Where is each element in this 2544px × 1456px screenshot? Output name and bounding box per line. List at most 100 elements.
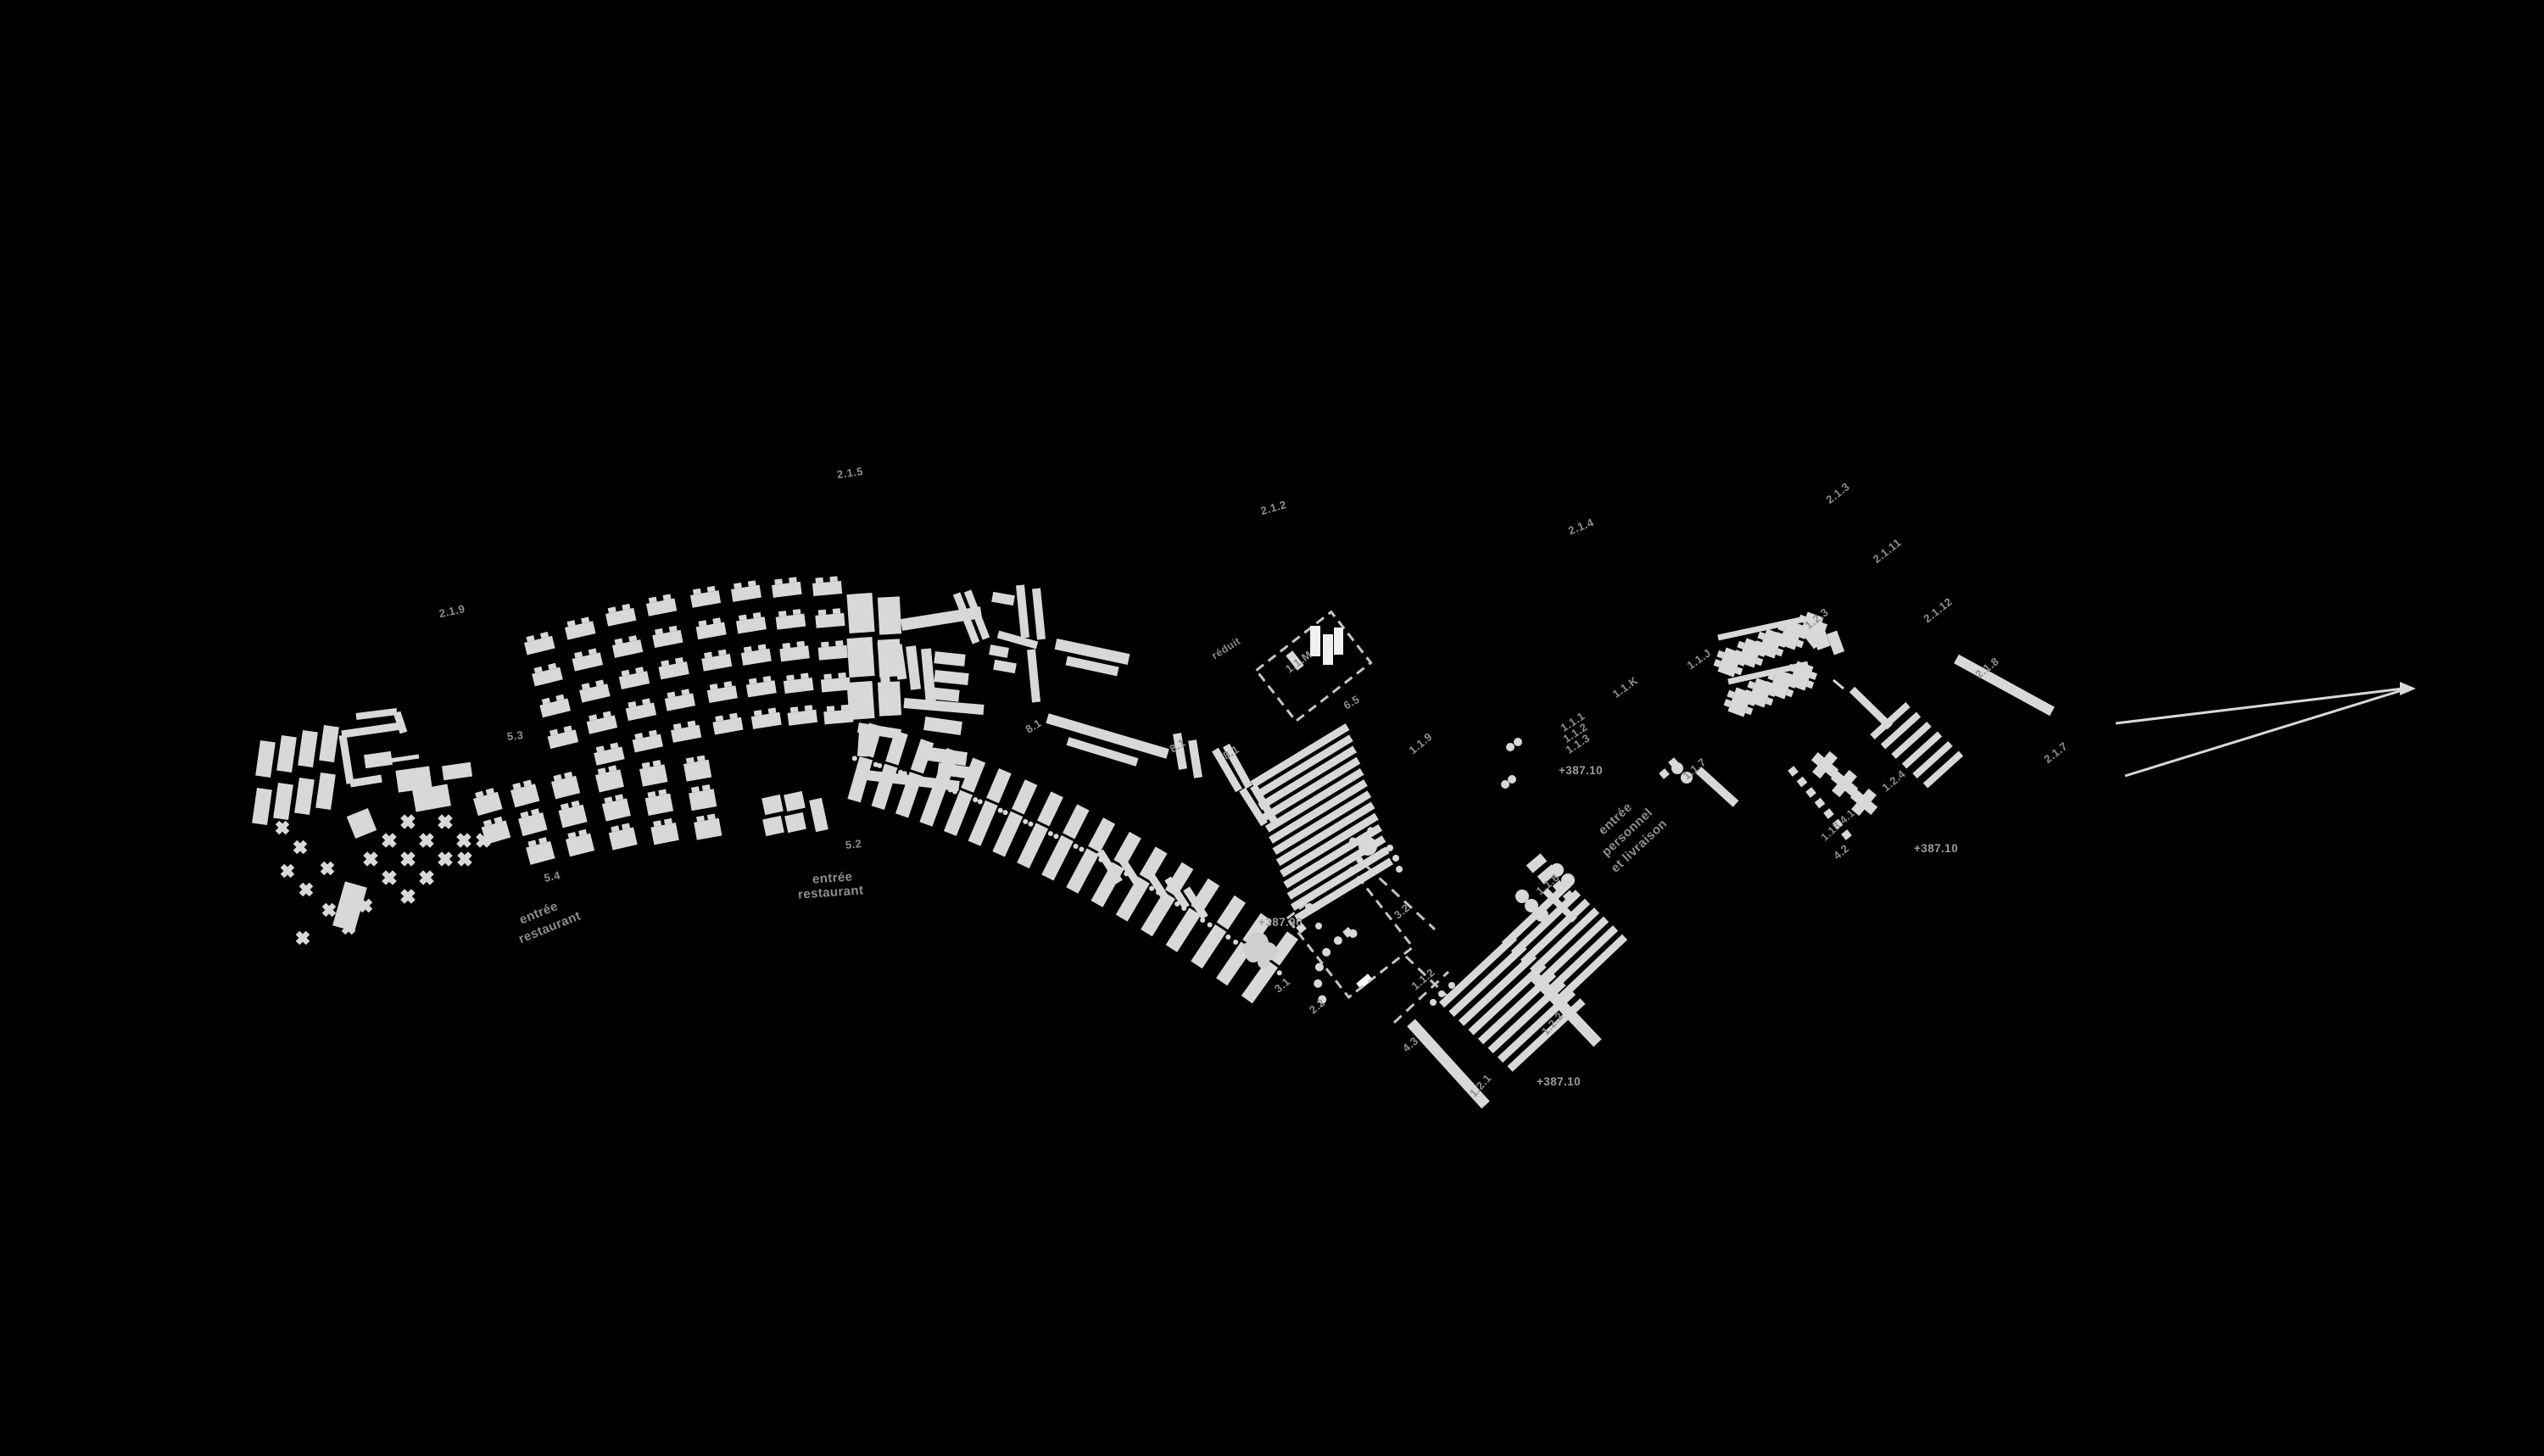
desk xyxy=(695,622,727,640)
wall-bar xyxy=(1212,747,1242,793)
desk-column xyxy=(523,631,579,750)
room-label: 2.1.2 xyxy=(1259,498,1288,517)
furniture-shape xyxy=(934,669,969,686)
furniture-shape xyxy=(319,724,339,763)
chair xyxy=(526,635,535,643)
chair-dot xyxy=(947,787,953,793)
desk xyxy=(731,584,762,602)
desk xyxy=(771,581,802,598)
stair-tread xyxy=(1290,846,1390,912)
furniture-shape xyxy=(1562,890,1576,904)
chair-dot xyxy=(1671,762,1683,774)
chair-dot xyxy=(851,756,857,761)
dotted-partition xyxy=(1823,808,1834,819)
chair xyxy=(602,711,611,718)
furniture-shape xyxy=(1809,622,1831,650)
furniture-shape xyxy=(1088,817,1116,853)
room-label: 1.2.4 xyxy=(1879,767,1908,795)
chair xyxy=(533,666,543,673)
chair-dot xyxy=(1501,780,1509,789)
desk xyxy=(652,629,683,649)
furniture-shape xyxy=(1296,923,1307,934)
chair xyxy=(653,820,662,827)
plus-table-part xyxy=(1775,648,1784,657)
chair-dot xyxy=(973,797,979,803)
desk xyxy=(644,793,674,816)
desk xyxy=(539,698,572,718)
desk xyxy=(558,804,588,828)
desk xyxy=(783,678,814,695)
furniture-shape xyxy=(784,790,806,812)
desk xyxy=(605,607,637,627)
furniture-shape xyxy=(992,811,1024,857)
chair-dot xyxy=(1386,845,1393,851)
chair xyxy=(668,625,678,633)
stair-tread xyxy=(1529,907,1600,974)
wall-bar xyxy=(1016,584,1029,639)
chair xyxy=(734,583,742,589)
desk-column xyxy=(551,771,595,857)
wall-bar xyxy=(996,630,1039,650)
chair-dot xyxy=(1002,810,1008,816)
plus-table-part xyxy=(1743,689,1752,698)
x-table xyxy=(1830,769,1859,798)
desk xyxy=(815,612,845,628)
room-label: 2.1.3 xyxy=(1823,480,1852,506)
locker xyxy=(1334,628,1343,655)
stair-tread xyxy=(1258,745,1357,811)
wall-bar xyxy=(355,708,398,720)
furniture-shape xyxy=(846,681,875,720)
chair xyxy=(829,576,838,583)
chair xyxy=(635,667,644,673)
furniture-shape xyxy=(1659,768,1670,779)
room-label: 2.1.11 xyxy=(1871,536,1904,566)
chair xyxy=(522,779,533,787)
chair-dot xyxy=(977,799,983,805)
desk xyxy=(481,820,511,845)
furniture-shape xyxy=(1342,927,1353,938)
wall-bar xyxy=(963,589,990,640)
desk xyxy=(510,784,540,808)
stair-tread xyxy=(1261,756,1361,822)
furniture-shape xyxy=(895,772,923,818)
chair-dot xyxy=(1550,863,1564,877)
chair xyxy=(667,691,676,699)
chair-dot xyxy=(1028,821,1034,827)
stair-tread xyxy=(1557,934,1628,1001)
wall-bar xyxy=(341,722,402,739)
room-label: 5.2 xyxy=(845,837,862,851)
chair xyxy=(774,578,783,585)
chair xyxy=(752,611,762,619)
wall-bar xyxy=(1027,649,1040,703)
chair xyxy=(696,815,705,823)
chair xyxy=(789,706,799,713)
stair-tread xyxy=(1269,779,1368,844)
plus-table-part xyxy=(1744,706,1754,716)
furniture-shape xyxy=(1215,941,1252,986)
chair-dot xyxy=(952,789,958,795)
furniture-shape xyxy=(968,800,998,846)
dotted-partition xyxy=(1832,818,1844,830)
chair xyxy=(712,617,722,624)
desk-column xyxy=(605,603,663,753)
chair xyxy=(748,678,757,684)
desk-column xyxy=(771,577,818,726)
chair-dot xyxy=(1149,885,1155,891)
desk xyxy=(526,840,555,865)
x-table xyxy=(456,833,471,848)
chair xyxy=(581,683,590,690)
arrowhead xyxy=(2400,682,2416,695)
wall-bar xyxy=(1118,856,1143,890)
desk xyxy=(689,789,717,812)
plus-table-part xyxy=(1755,657,1764,667)
desk-column xyxy=(690,585,744,735)
chair xyxy=(577,828,588,836)
x-table xyxy=(280,863,295,879)
x-table xyxy=(382,833,397,848)
room-label: 5.4 xyxy=(543,868,561,884)
desk xyxy=(701,653,733,672)
chair xyxy=(838,672,846,678)
chair xyxy=(614,638,623,645)
stair-tread xyxy=(1286,835,1386,900)
highlight-marker xyxy=(1356,973,1373,990)
